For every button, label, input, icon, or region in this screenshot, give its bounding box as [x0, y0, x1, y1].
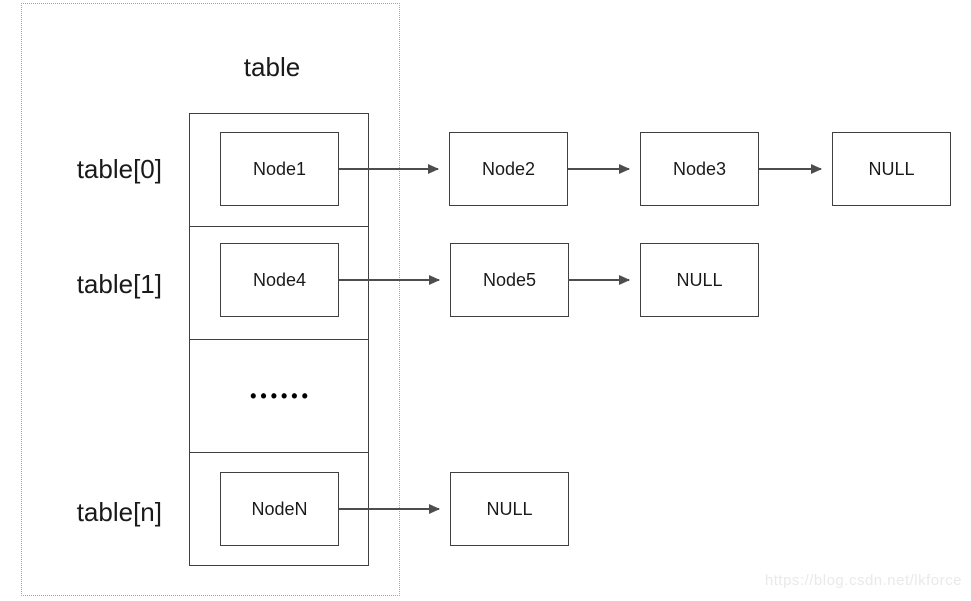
node-box-node5: Node5: [450, 243, 569, 317]
node-box-noden: NodeN: [220, 472, 339, 546]
node-box-node3: Node3: [640, 132, 759, 206]
node-box-null-row1: NULL: [640, 243, 759, 317]
node-box-node2: Node2: [449, 132, 568, 206]
arrow-right-icon: [339, 504, 440, 514]
row-label-table-1: table[1]: [76, 269, 162, 299]
arrow-right-icon: [339, 164, 439, 174]
row-label-table-0: table[0]: [76, 154, 162, 184]
arrow-right-icon: [568, 164, 630, 174]
row-label-table-n: table[n]: [76, 497, 162, 527]
node-box-node4: Node4: [220, 243, 339, 317]
ellipsis-dots: ••••••: [250, 385, 312, 406]
node-box-null-rown: NULL: [450, 472, 569, 546]
node-box-null-row0: NULL: [832, 132, 951, 206]
table-boundary-outline: [21, 3, 400, 596]
arrow-right-icon: [568, 275, 630, 285]
node-box-node1: Node1: [220, 132, 339, 206]
arrow-right-icon: [759, 164, 822, 174]
watermark: https://blog.csdn.net/lkforce: [764, 572, 962, 589]
arrow-right-icon: [339, 275, 440, 285]
diagram-title: table: [243, 52, 301, 82]
